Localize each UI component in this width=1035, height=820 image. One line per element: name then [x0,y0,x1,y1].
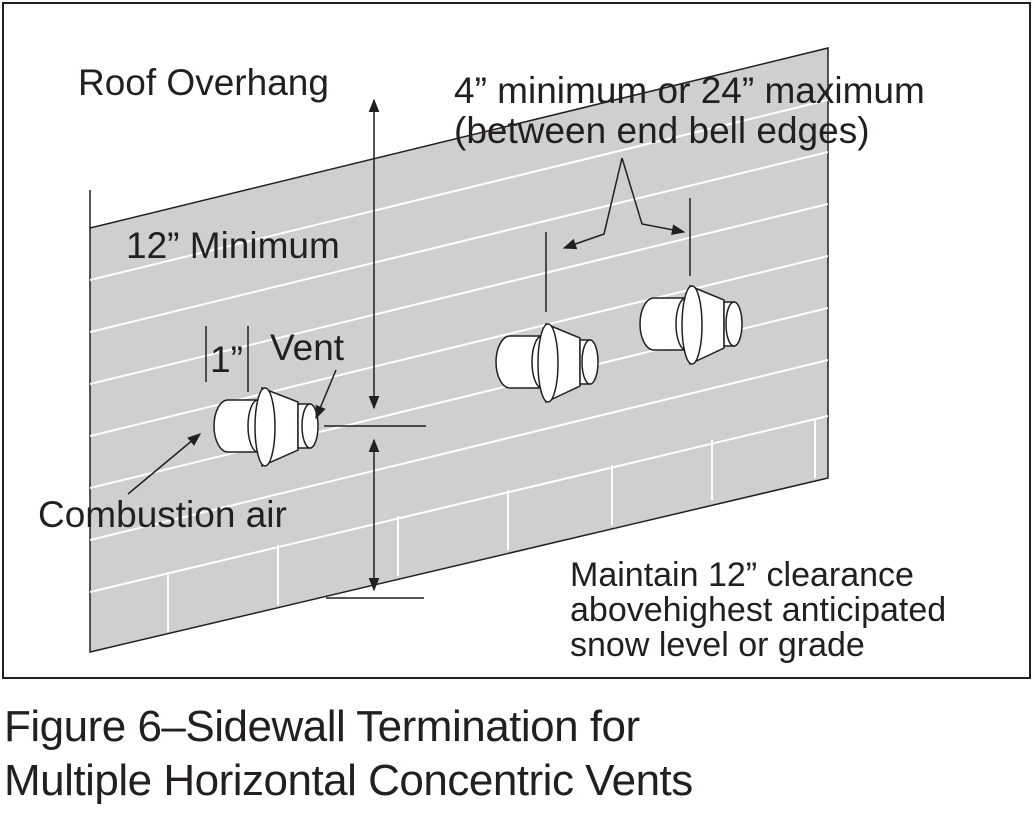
figure-caption: Figure 6–Sidewall Termination for Multip… [4,700,1024,808]
vent-right [639,284,743,366]
twelve-minimum-label: 12” Minimum [126,225,340,266]
caption-line2: Multiple Horizontal Concentric Vents [4,756,693,805]
spacing-arrow-right [621,157,686,236]
vent-leader-arrow [315,369,337,420]
roof-overhang-label: Roof Overhang [78,62,329,103]
combustion-air-label: Combustion air [38,494,287,535]
clearance-label-line1: Maintain 12” clearance [570,556,914,594]
one-inch-label: 1” [210,339,243,380]
caption-line1: Figure 6–Sidewall Termination for [4,702,640,751]
figure-frame [2,2,1031,679]
spacing-label-line1: 4” minimum or 24” maximum [454,70,925,111]
combustion-air-leader-arrow [127,433,202,495]
vent-label: Vent [270,327,345,368]
spacing-arrow-left [562,157,623,250]
clearance-label-line2: abovehighest anticipated [570,591,946,629]
siding-wall [89,47,829,653]
vent-left [213,386,319,468]
spacing-label-line2: (between end bell edges) [454,110,870,151]
vent-middle [495,322,599,404]
clearance-label-line3: snow level or grade [570,626,865,664]
sidewall-termination-diagram: Roof Overhang 4” minimum or 24” maximum … [2,2,1031,679]
